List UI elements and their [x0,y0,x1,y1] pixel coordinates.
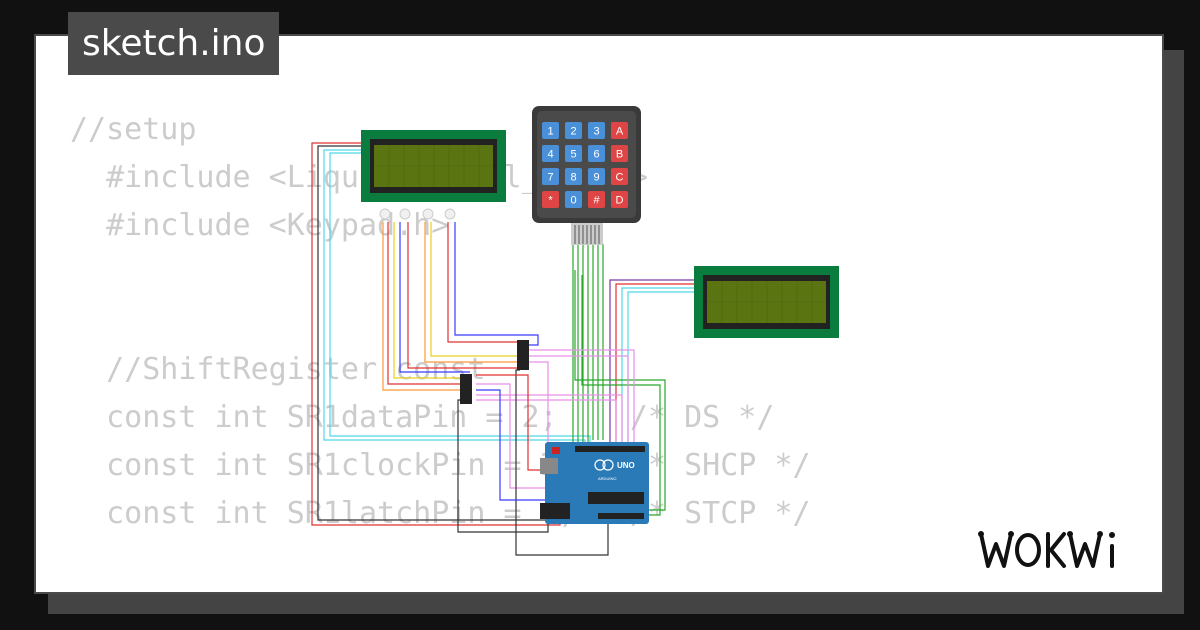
keypad-key-A[interactable]: A [611,122,628,139]
code-line: //setup [70,112,197,147]
keypad-key-6[interactable]: 6 [588,145,605,162]
keypad-key-label: * [548,195,553,207]
wokwi-logo [978,531,1115,568]
keypad-key-5[interactable]: 5 [565,145,582,162]
keypad-key-1[interactable]: 1 [542,122,559,139]
keypad-key-0[interactable]: 0 [565,191,582,208]
lcd-char-grid [707,281,826,323]
keypad-key-label: D [616,195,624,207]
led[interactable] [379,208,391,220]
keypad-key-label: 9 [593,172,599,184]
lcd-display-1[interactable] [361,130,506,202]
keypad-key-label: 3 [593,126,599,138]
keypad-keys: 1 2 3 A 4 5 6 B 7 8 9 C * 0 # D [542,122,628,208]
led[interactable] [399,208,411,220]
lcd-display-2[interactable] [694,266,839,338]
keypad[interactable]: 1 2 3 A 4 5 6 B 7 8 9 C * 0 # D [532,106,641,245]
keypad-key-label: 6 [593,149,599,161]
keypad-key-D[interactable]: D [611,191,628,208]
keypad-key-3[interactable]: 3 [588,122,605,139]
keypad-key-label: 1 [547,126,553,138]
keypad-key-8[interactable]: 8 [565,168,582,185]
keypad-connector-pins [574,225,600,244]
arduino-model-label: UNO [617,461,635,470]
keypad-key-B[interactable]: B [611,145,628,162]
keypad-key-label: C [616,172,624,184]
keypad-key-C[interactable]: C [611,168,628,185]
led[interactable] [444,208,456,220]
keypad-key-#[interactable]: # [588,191,605,208]
code-line: //ShiftRegister const [70,352,486,387]
keypad-key-2[interactable]: 2 [565,122,582,139]
keypad-key-label: 2 [570,126,576,138]
keypad-key-label: B [616,149,623,161]
keypad-key-9[interactable]: 9 [588,168,605,185]
keypad-key-label: 0 [570,195,576,207]
shift-register-2[interactable] [460,374,472,404]
keypad-key-*[interactable]: * [542,191,559,208]
code-line: #include <Keypad.h> [70,208,450,243]
keypad-key-label: 8 [570,172,576,184]
code-editor: //setup #include <LiquidCrystal_I2C.h> #… [70,106,811,592]
keypad-key-label: 7 [547,172,553,184]
shift-register-1[interactable] [517,340,529,370]
arduino-brand-label: ARDUINO [598,476,616,481]
keypad-key-label: # [593,195,600,207]
keypad-key-4[interactable]: 4 [542,145,559,162]
arduino-uno[interactable]: UNO ARDUINO [540,442,649,524]
lcd-char-grid [374,145,493,187]
led[interactable] [422,208,434,220]
keypad-key-7[interactable]: 7 [542,168,559,185]
keypad-key-label: A [616,126,624,138]
keypad-key-label: 4 [547,149,553,161]
keypad-key-label: 5 [570,149,576,161]
led-group [379,208,456,220]
code-line: const int SR1clockPin = 3; /* SHCP */ [70,448,811,483]
filename-tab: sketch.ino [68,12,280,75]
